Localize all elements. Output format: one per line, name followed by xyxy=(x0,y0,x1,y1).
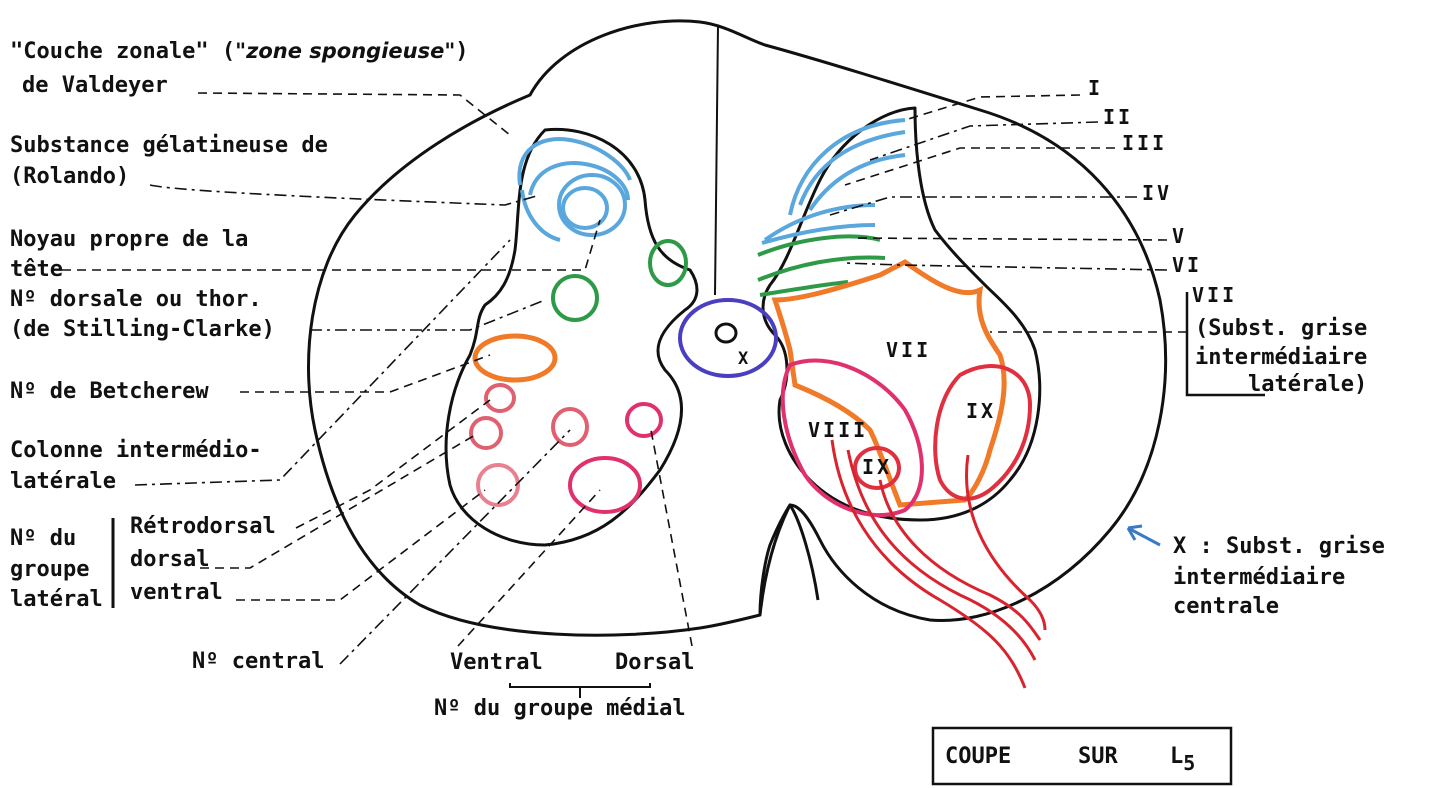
left-stilling-clarke xyxy=(553,276,597,320)
arrow-up-left-icon xyxy=(1128,526,1160,545)
left-lamina-side xyxy=(522,190,560,240)
caption-level-letter: L xyxy=(1170,744,1183,769)
label-lamina-IV: IV xyxy=(1142,181,1172,205)
label-couche-zonale: "Couche zonale" ("zone spongieuse") xyxy=(10,39,469,64)
label-couche-zonale-c: ) xyxy=(455,39,468,64)
spinal-cord-outline xyxy=(308,21,1165,635)
leader-medial-ventral xyxy=(458,490,600,646)
leader-medial-dorsal xyxy=(650,425,692,646)
lamina-IX-lateral-outline xyxy=(935,366,1030,499)
label-VIII-inner: VIII xyxy=(808,418,868,442)
label-VII-inner: VII xyxy=(886,338,931,362)
left-dorsal-horn-laminae xyxy=(519,139,630,240)
label-valdeyer: de Valdeyer xyxy=(22,73,168,98)
left-noyau-propre xyxy=(650,241,686,285)
leader-lamina-V xyxy=(855,238,1167,240)
label-medial-dorsal: Dorsal xyxy=(615,650,694,675)
leader-rolando xyxy=(150,185,540,205)
label-zone-spongieuse: "zone spongieuse" xyxy=(235,39,455,63)
leader-central xyxy=(340,430,570,664)
nucleus-dorsal xyxy=(471,418,501,448)
leader-lamina-III xyxy=(845,148,1115,185)
label-couche-zonale-a: "Couche zonale" ( xyxy=(10,39,235,64)
left-lamina-core xyxy=(563,188,607,228)
central-canal xyxy=(716,324,736,342)
label-groupe-medial: Nº du groupe médial xyxy=(434,696,686,721)
label-groupe-lat-2: groupe xyxy=(10,557,89,582)
label-subst-1: (Subst. grise xyxy=(1195,316,1367,341)
label-noyau-propre: Noyau propre de la xyxy=(10,227,248,252)
label-subst-3: latérale) xyxy=(1248,372,1367,397)
right-laminae-v-vi xyxy=(758,236,885,295)
nucleus-medial-ventral xyxy=(570,458,640,512)
label-IX-medial: IX xyxy=(862,455,892,479)
label-dorsale: Nº dorsale ou thor. xyxy=(10,287,262,312)
label-ventral-lat: ventral xyxy=(130,580,223,605)
right-grey-matter-outline xyxy=(763,108,1040,520)
right-dorsal-laminae xyxy=(762,120,905,243)
label-lamina-V: V xyxy=(1172,224,1187,248)
dorsal-median-septum xyxy=(715,25,718,295)
label-betcherew: Nº de Betcherew xyxy=(10,379,209,404)
label-IX-lateral: IX xyxy=(966,399,996,423)
label-gelatineuse: Substance gélatineuse de xyxy=(10,133,328,158)
label-lamina-III: III xyxy=(1122,131,1167,155)
label-colonne: Colonne intermédio- xyxy=(10,438,262,463)
label-lamina-VII: VII xyxy=(1192,283,1237,307)
leader-lamina-I xyxy=(905,95,1080,120)
label-medial-ventral: Ventral xyxy=(450,650,543,675)
label-laterale: latérale xyxy=(10,469,116,494)
note-line-2: intermédiaire xyxy=(1173,565,1345,590)
left-lateral-nuclei xyxy=(471,385,661,512)
leader-betcherew xyxy=(240,355,490,392)
label-subst-2: intermédiaire xyxy=(1195,345,1367,370)
nucleus-medial-dorsal xyxy=(627,404,661,436)
lamina-III-stripe xyxy=(810,155,905,210)
caption-sur: SUR xyxy=(1078,744,1118,769)
note-line-3: centrale xyxy=(1173,594,1279,619)
caption-level-sub: 5 xyxy=(1183,751,1195,775)
label-central: Nº central xyxy=(192,649,324,674)
label-lamina-II: II xyxy=(1103,105,1133,129)
nucleus-ventral xyxy=(478,465,518,505)
label-groupe-lat-1: Nº du xyxy=(10,526,76,551)
nucleus-retrodorsal xyxy=(486,385,514,411)
left-betcherew-nucleus xyxy=(475,336,555,380)
note-line-1: X : Subst. grise xyxy=(1173,534,1385,559)
central-grey-x xyxy=(680,300,776,376)
label-X-central: X xyxy=(738,349,751,369)
nucleus-central xyxy=(553,409,587,445)
label-lamina-VI: VI xyxy=(1172,253,1202,277)
label-stilling: (de Stilling-Clarke) xyxy=(10,317,275,342)
label-lamina-I: I xyxy=(1088,76,1103,100)
leader-lamina-IV xyxy=(830,197,1137,215)
caption-coupe: COUPE xyxy=(945,744,1011,769)
label-tete: tête xyxy=(10,257,63,282)
label-dorsal-lat: dorsal xyxy=(130,547,209,572)
label-retrodorsal: Rétrodorsal xyxy=(130,514,276,539)
label-rolando: (Rolando) xyxy=(10,164,129,189)
label-groupe-lat-3: latéral xyxy=(10,587,103,612)
